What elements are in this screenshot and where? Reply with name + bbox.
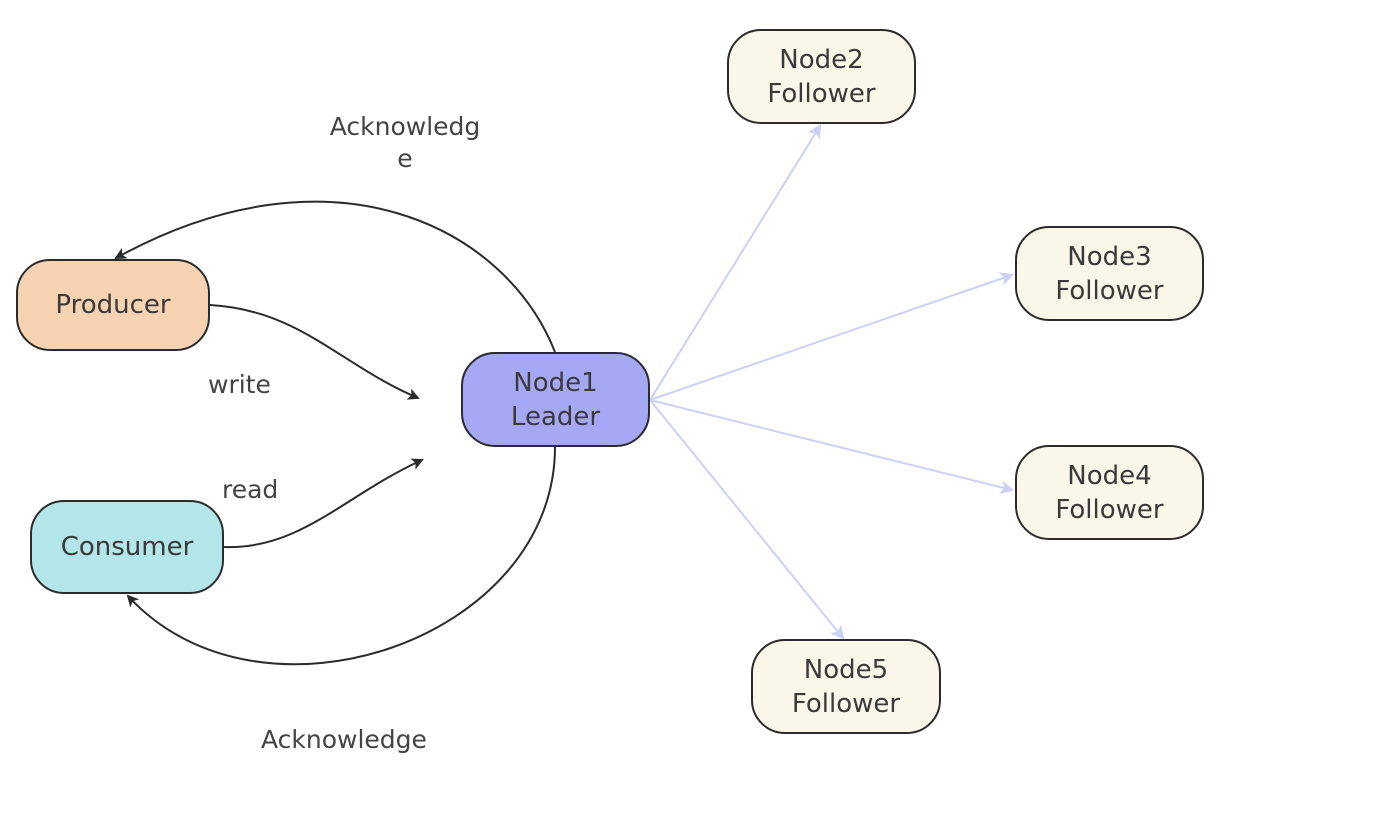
- edge-replicate-node2: [649, 124, 822, 401]
- consumer-label: Consumer: [60, 532, 194, 562]
- edge-ack-consumer: [126, 446, 556, 666]
- edge-read: [223, 458, 424, 549]
- leader-node[interactable]: Node1 Leader: [461, 352, 650, 447]
- edge-replicate-node5: [649, 399, 845, 640]
- consumer-node[interactable]: Consumer: [30, 500, 224, 594]
- node4-name: Node4: [1067, 460, 1152, 491]
- node5-role: Follower: [791, 688, 901, 719]
- node3-follower[interactable]: Node3 Follower: [1015, 226, 1204, 321]
- node3-name: Node3: [1067, 241, 1152, 272]
- ack-producer-line2: e: [397, 144, 413, 173]
- leader-role: Leader: [510, 401, 601, 432]
- ack-producer-line1: Acknowledg: [329, 112, 481, 141]
- edge-write: [209, 304, 420, 400]
- producer-node[interactable]: Producer: [16, 259, 210, 351]
- leader-name: Node1: [513, 367, 598, 398]
- edge-replicate-node4: [649, 399, 1015, 494]
- node2-role: Follower: [767, 78, 876, 109]
- node5-name: Node5: [803, 654, 889, 685]
- ack-producer-label: Acknowledg e: [318, 111, 492, 175]
- producer-label: Producer: [55, 290, 171, 320]
- node2-follower[interactable]: Node2 Follower: [727, 29, 916, 124]
- node4-follower[interactable]: Node4 Follower: [1015, 445, 1204, 540]
- node3-role: Follower: [1055, 275, 1164, 306]
- node4-role: Follower: [1055, 494, 1164, 525]
- write-label: write: [208, 370, 271, 399]
- edge-ack-producer: [114, 200, 556, 353]
- node5-follower[interactable]: Node5 Follower: [751, 639, 941, 734]
- node2-name: Node2: [779, 44, 864, 75]
- ack-consumer-label: Acknowledge: [261, 725, 427, 754]
- edge-replicate-node3: [649, 272, 1015, 401]
- read-label: read: [222, 475, 279, 504]
